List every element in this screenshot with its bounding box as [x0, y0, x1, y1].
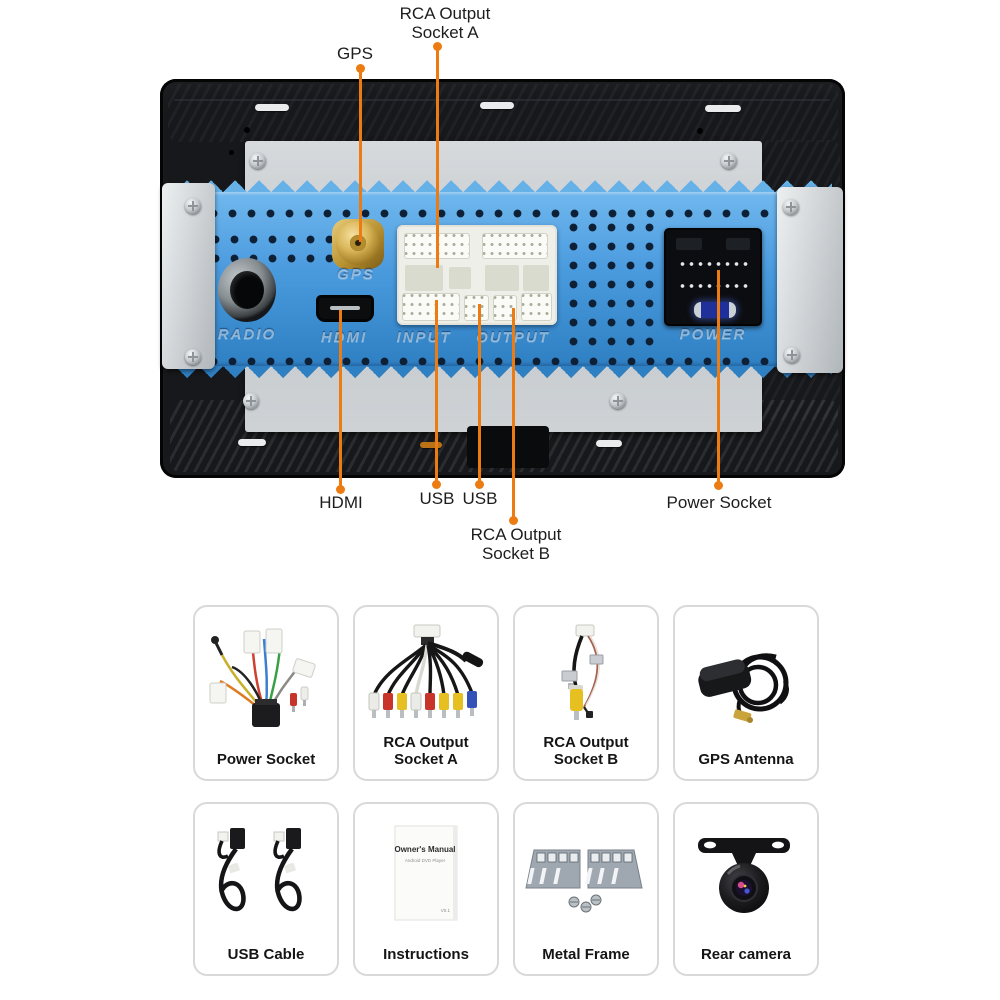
screw — [783, 199, 799, 215]
callout-dot — [509, 516, 518, 525]
card-label: Rear camera — [700, 946, 792, 963]
card-label: RCA Output Socket B — [543, 734, 629, 768]
callout-label-rca-b: RCA Output Socket B — [470, 525, 562, 563]
screw — [610, 393, 626, 409]
callout-dot — [433, 42, 442, 51]
callout-line-hdmi — [339, 310, 342, 487]
power-connector — [664, 228, 762, 326]
io-connector-block — [397, 225, 557, 325]
power-port-label: POWER — [679, 326, 747, 343]
card-metal-frame: Metal Frame — [513, 802, 659, 976]
hdmi-port-contacts — [330, 306, 360, 310]
screw — [721, 153, 737, 169]
io-connector — [521, 293, 552, 321]
card-usb-cable: USB Cable — [193, 802, 339, 976]
screw — [243, 393, 259, 409]
card-label: Power Socket — [216, 751, 316, 768]
frame-seam — [174, 99, 830, 101]
card-label: USB Cable — [227, 946, 305, 963]
power-connector-notch — [676, 238, 702, 250]
io-connector — [402, 293, 460, 321]
vent-slot — [705, 105, 741, 112]
card-rca-a: RCA Output Socket A — [353, 605, 499, 781]
callout-label-usb-left: USB — [419, 489, 455, 508]
rear-camera-illustration — [698, 838, 790, 913]
vent-holes — [181, 348, 826, 365]
callout-label-power: Power Socket — [666, 493, 772, 512]
manual-subtitle: Android DVD Player — [405, 858, 446, 863]
usb-connector — [464, 295, 489, 321]
bottom-slot — [238, 439, 266, 446]
vent-slot — [255, 104, 289, 111]
manual-title: Owner's Manual — [394, 845, 455, 854]
io-socket-blank — [485, 265, 519, 291]
screw — [250, 153, 266, 169]
frame-hole — [244, 127, 250, 133]
input-port-label: INPUT — [396, 329, 452, 346]
vent-slot — [480, 102, 514, 109]
vent-holes — [560, 214, 660, 350]
radio-port-label: RADIO — [217, 326, 277, 343]
gps-sma-pin — [350, 235, 366, 251]
manual-version: V0.1 — [441, 908, 451, 913]
right-mounting-bracket — [777, 187, 843, 373]
gps-port-label: GPS — [337, 266, 375, 283]
callout-line-gps — [359, 70, 362, 242]
rca-b-cable-illustration — [561, 624, 604, 720]
power-harness-illustration — [209, 628, 316, 727]
screw — [784, 347, 800, 363]
card-label: Instructions — [383, 946, 469, 963]
vent-holes — [181, 200, 826, 220]
card-power-socket: Power Socket — [193, 605, 339, 781]
fuse — [694, 302, 736, 318]
frame-hole — [229, 150, 234, 155]
io-connector — [482, 233, 548, 259]
card-rca-b: RCA Output Socket B — [513, 605, 659, 781]
zigzag-edge-top — [175, 180, 832, 192]
power-pins-row — [678, 282, 752, 290]
card-label: RCA Output Socket A — [383, 734, 469, 768]
callout-dot — [356, 64, 365, 73]
bottom-slot-orange — [420, 442, 442, 448]
callout-line-power — [717, 270, 720, 483]
callout-line-usb-left — [435, 300, 438, 482]
callout-line-rca-b — [512, 308, 515, 518]
io-socket-blank — [449, 267, 471, 289]
radio-antenna-hole — [230, 271, 264, 309]
card-gps-antenna: GPS Antenna — [673, 605, 819, 781]
callout-line-usb-right — [478, 304, 481, 482]
power-pins-row — [678, 260, 752, 268]
rca-a-cable-illustration — [368, 624, 484, 718]
gps-antenna-illustration — [698, 653, 789, 723]
callout-dot — [475, 480, 484, 489]
callout-label-usb-right: USB — [462, 489, 498, 508]
callout-dot — [336, 485, 345, 494]
io-socket-blank — [523, 265, 549, 291]
io-socket-blank — [405, 265, 443, 291]
callout-line-rca-a — [436, 49, 439, 268]
card-rear-camera: Rear camera — [673, 802, 819, 976]
card-label: GPS Antenna — [698, 751, 794, 768]
card-instructions: Owner's Manual Android DVD Player V0.1 I… — [353, 802, 499, 976]
owners-manual-illustration: Owner's Manual Android DVD Player V0.1 — [394, 825, 458, 921]
left-mounting-bracket — [162, 183, 215, 369]
carbon-texture — [168, 84, 838, 142]
bottom-slot — [596, 440, 622, 447]
metal-frame-illustration — [525, 849, 643, 913]
frame-hole — [697, 128, 703, 134]
callout-dot — [714, 481, 723, 490]
card-label: Metal Frame — [542, 946, 630, 963]
screw — [185, 198, 201, 214]
hdmi-port-label: HDMI — [320, 329, 368, 346]
usb-cable-illustration — [217, 828, 302, 912]
screw — [185, 349, 201, 365]
callout-label-hdmi: HDMI — [319, 493, 363, 512]
power-connector-notch — [726, 238, 750, 250]
callout-label-rca-a: RCA Output Socket A — [399, 4, 491, 42]
zigzag-edge-bottom — [175, 366, 832, 378]
callout-label-gps: GPS — [337, 44, 373, 63]
callout-dot — [432, 480, 441, 489]
